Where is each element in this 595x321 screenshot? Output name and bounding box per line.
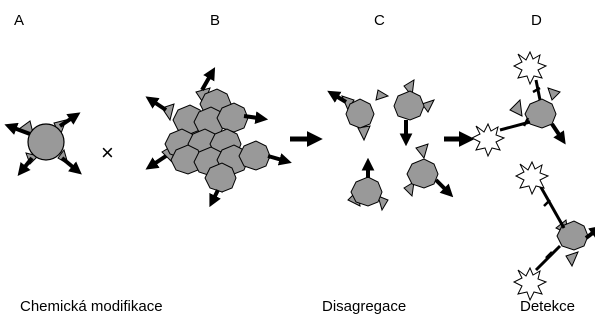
panel-label-b: B [210, 12, 221, 29]
signal-burst-icon [514, 160, 550, 196]
dispersed-particle-2 [393, 79, 435, 147]
particle-aggregate [145, 67, 292, 208]
detection-complex-bottom [512, 160, 595, 302]
detection-complex-top [470, 50, 566, 158]
modified-particle [4, 112, 82, 176]
dispersed-particle-1 [327, 89, 390, 142]
signal-burst-icon [512, 266, 548, 302]
caption-chemical-modification: Chemická modifikace [20, 298, 163, 315]
panel-label-a: A [14, 12, 25, 29]
dispersed-particle-3 [347, 157, 389, 212]
signal-burst-icon [512, 50, 548, 86]
signal-burst-icon [470, 122, 506, 158]
panel-label-d: D [531, 12, 542, 29]
times-operator: × [101, 140, 114, 165]
dispersed-particle-4 [403, 143, 454, 198]
caption-detection: Detekce [520, 298, 576, 315]
panel-label-c: C [374, 12, 385, 29]
caption-disaggregation: Disagregace [322, 298, 407, 315]
